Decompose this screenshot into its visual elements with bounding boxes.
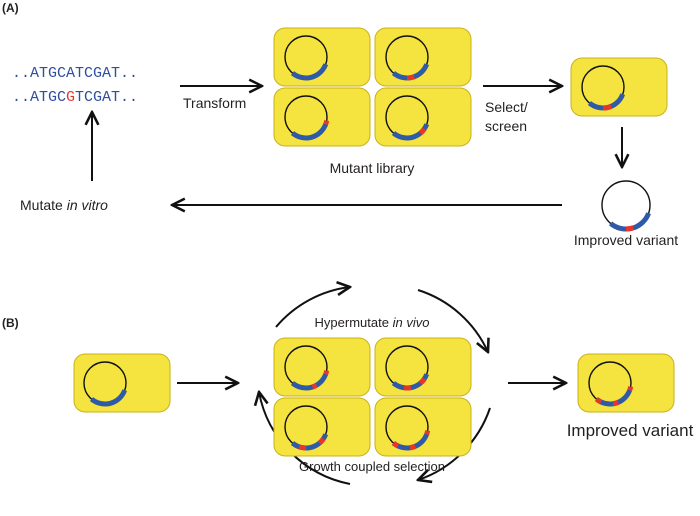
growth-selection-label: Growth coupled selection	[299, 459, 445, 474]
hypermutate-label: Hypermutate in vivo	[315, 315, 430, 330]
hyper-plasmid-1	[284, 345, 330, 391]
dna-sequences: ..ATGCATCGAT.. ..ATGCGTCGAT..	[12, 65, 138, 106]
hyper-plasmid-2	[385, 345, 430, 391]
select-label-line1: Select/	[485, 99, 528, 115]
improved-plasmid	[601, 180, 651, 232]
mutate-label: Mutate in vitro	[20, 197, 108, 213]
plasmid-4	[385, 95, 430, 141]
cycle-arc-top	[275, 287, 350, 328]
mutation-base: G	[66, 89, 75, 106]
panel-a-tag: (A)	[2, 1, 19, 15]
hyper-cell-4	[374, 397, 472, 457]
sequence-mutated: ..ATGCGTCGAT..	[12, 89, 138, 106]
hyper-cell-2	[374, 337, 472, 397]
hyper-cell-1	[273, 337, 371, 397]
improved-variant-label-b: Improved variant	[567, 421, 694, 440]
selected-cell	[570, 57, 668, 117]
starting-cell	[73, 353, 171, 413]
hyper-plasmid-4	[385, 405, 431, 451]
library-cell-3	[273, 87, 371, 147]
panel-b-tag: (B)	[2, 316, 19, 330]
hyper-cell-3	[273, 397, 371, 457]
plasmid-1	[284, 35, 329, 81]
plasmid-3	[284, 95, 330, 141]
transform-label: Transform	[183, 95, 246, 111]
cycle-arc-right	[417, 289, 488, 352]
hyper-plasmid-3	[284, 405, 329, 451]
mutant-library-label: Mutant library	[330, 160, 415, 176]
library-cell-4	[374, 87, 472, 147]
improved-cell	[577, 353, 675, 413]
library-cell-1	[273, 27, 371, 87]
select-label-line2: screen	[485, 118, 527, 134]
library-cell-2	[374, 27, 472, 87]
sequence-original: ..ATGCATCGAT..	[12, 65, 138, 82]
improved-variant-label-a: Improved variant	[574, 232, 678, 248]
mutant-library	[273, 27, 472, 147]
plasmid-2	[385, 35, 430, 81]
hypermutated-library	[273, 337, 472, 457]
